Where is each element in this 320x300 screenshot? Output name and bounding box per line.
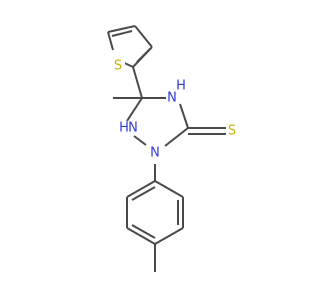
bonds (107, 25, 226, 272)
atom-n4-hydrogen: H (176, 79, 186, 94)
bond-n2-n1 (133, 135, 147, 146)
atom-n2: N (150, 146, 160, 161)
atom-n1-hydrogen: H (119, 121, 129, 136)
molecule-structure-diagram: S N H H N N S (107, 25, 236, 272)
bond-aryl-c3-c4 (154, 227, 184, 245)
atom-s-thiophene-symbol: S (114, 59, 122, 74)
bond-aryl-c6-c1 (126, 180, 156, 198)
bond-aryl-c1-c2 (154, 180, 184, 198)
bond-aryl-c6-c1-inner (131, 186, 156, 201)
atom-n1-symbol: N (128, 121, 138, 136)
bond-thiophene-c4-c5 (107, 25, 136, 33)
bond-thiophene-c3-c4 (134, 25, 153, 48)
atom-n4: N H (167, 79, 186, 106)
bond-thiophene-to-c5 (132, 66, 143, 99)
bond-n1-c5 (126, 97, 143, 122)
bond-n4-c3 (179, 103, 189, 129)
bond-c3-n2 (164, 127, 189, 147)
bond-thiophene-c2-c3-inner (136, 48, 151, 63)
atom-n4-symbol: N (167, 91, 177, 106)
atom-s-thione: S (228, 124, 236, 139)
bond-aryl-c4-c5 (126, 227, 156, 245)
bond-aryl-c4-c5-inner (131, 224, 156, 239)
atom-n1: H N (119, 121, 138, 136)
bond-thiophene-c4-c5-inner (111, 30, 133, 37)
atom-labels: S N H H N N S (112, 58, 236, 161)
atom-s-thione-symbol: S (228, 124, 236, 139)
atom-n2-symbol: N (150, 146, 160, 161)
bond-thiophene-c5-s (107, 31, 114, 51)
atom-s-thiophene: S (112, 58, 125, 74)
